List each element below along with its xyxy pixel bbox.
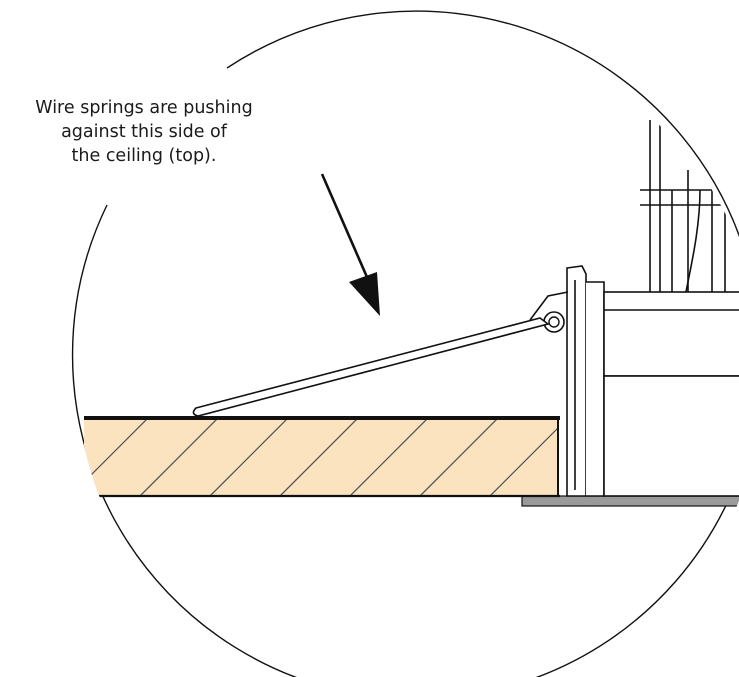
- ceiling-hatch: [84, 418, 558, 496]
- ceiling-panel: [84, 418, 558, 496]
- detail-contents: [84, 105, 739, 507]
- fixture-housing: [566, 105, 739, 497]
- callout-line-3: the ceiling (top).: [71, 146, 217, 166]
- callout-text: Wire springs are pushing against this si…: [0, 96, 288, 168]
- wire-spring: [192, 317, 550, 417]
- detail-circle: [71, 10, 739, 677]
- callout-line-2: against this side of: [61, 122, 227, 142]
- trim-ring-flange: [521, 495, 739, 507]
- spring-bracket: [529, 291, 569, 321]
- arrow-down-right-icon: [320, 173, 380, 316]
- callout-line-1: Wire springs are pushing: [35, 98, 253, 118]
